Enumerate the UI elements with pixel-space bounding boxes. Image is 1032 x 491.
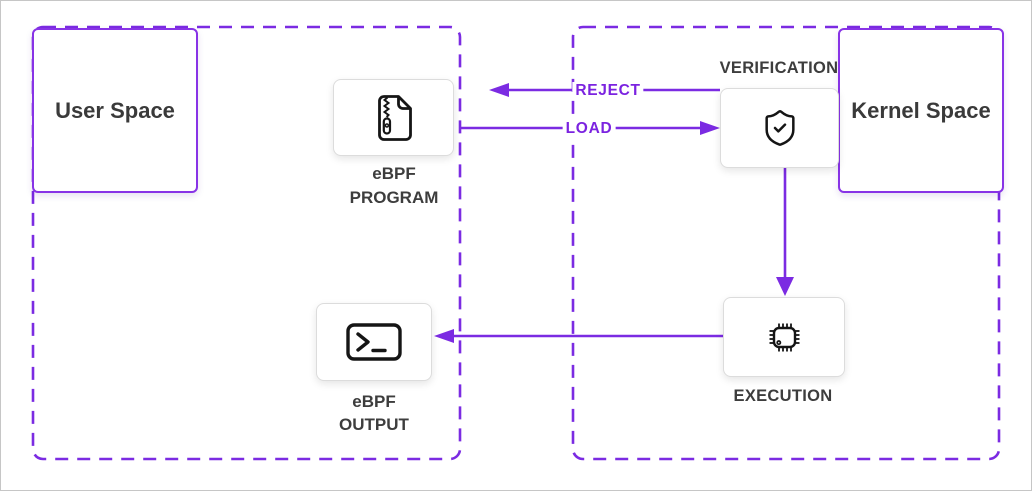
ebpf-output-label-line2: OUTPUT (339, 415, 409, 434)
kernel-space-label: Kernel Space (851, 97, 991, 123)
ebpf-program-label: eBPF PROGRAM (314, 162, 474, 210)
zip-file-icon (377, 94, 412, 141)
user-space-dashed-region (31, 25, 462, 461)
ebpf-program-label-line2: PROGRAM (349, 188, 439, 207)
verification-label: VERIFICATION (719, 59, 839, 77)
exec-to-output-arrowhead (434, 329, 454, 343)
execution-node (723, 297, 845, 377)
kernel-space-dashed-region (571, 25, 1001, 461)
verification-node (720, 88, 839, 168)
ebpf-output-node (316, 303, 432, 381)
ebpf-program-node (333, 79, 454, 156)
reject-edge-label: REJECT (572, 82, 644, 100)
load-arrowhead (700, 121, 720, 135)
shield-check-icon (764, 110, 795, 146)
execution-label: EXECUTION (733, 387, 833, 405)
terminal-icon (346, 323, 402, 361)
cpu-chip-icon (769, 323, 800, 352)
kernel-space-box: Kernel Space (838, 28, 1004, 193)
user-space-label: User Space (55, 97, 175, 123)
load-edge-label: LOAD (562, 120, 616, 138)
ebpf-output-label-line1: eBPF (352, 392, 396, 411)
ebpf-program-label-line1: eBPF (372, 164, 416, 183)
ebpf-output-label: eBPF OUTPUT (294, 390, 454, 436)
reject-arrowhead (489, 83, 509, 97)
user-space-box: User Space (32, 28, 198, 193)
verify-to-exec-arrowhead (776, 277, 794, 296)
